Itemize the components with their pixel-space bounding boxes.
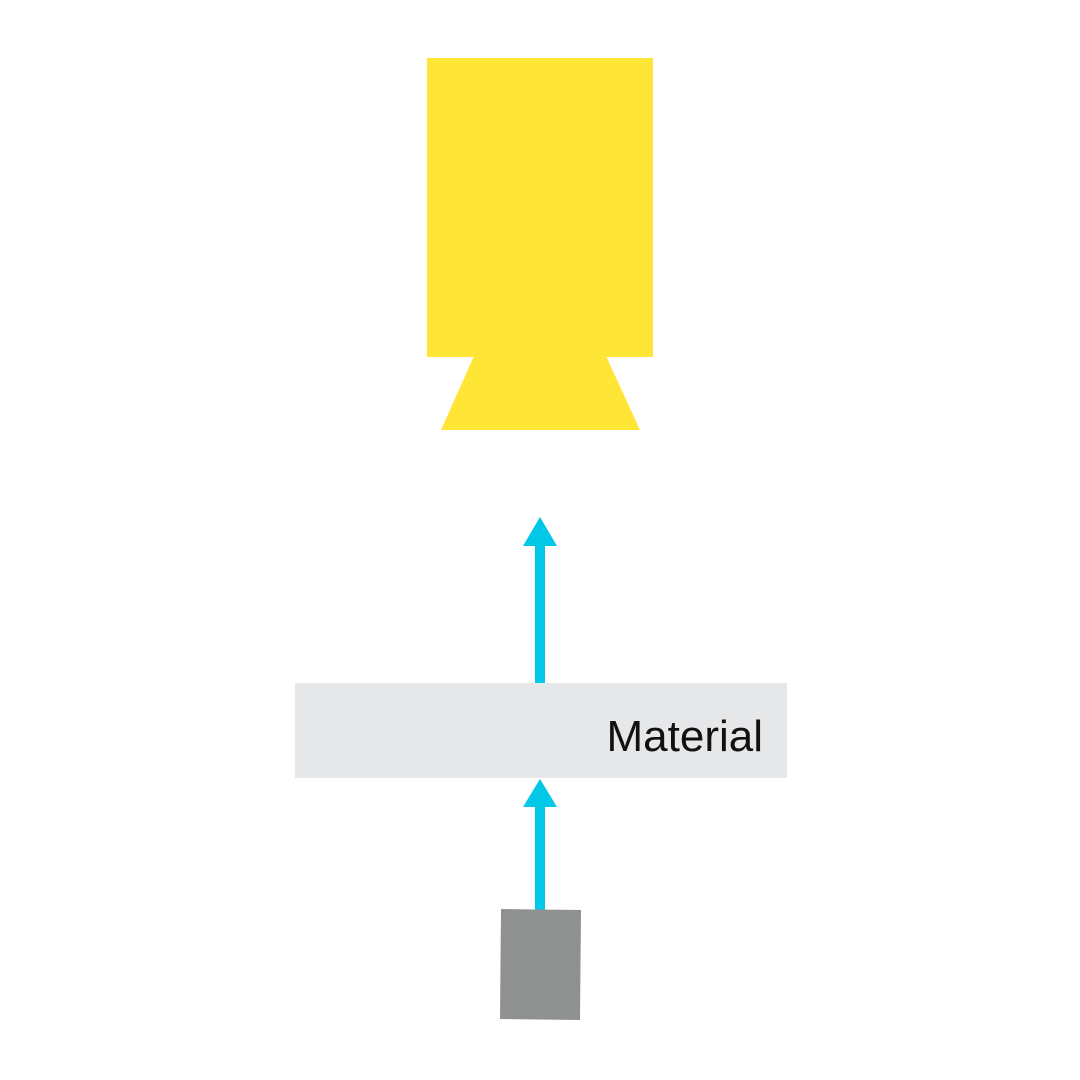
transmitted-beam-shaft — [535, 540, 545, 684]
material-slab: Material — [295, 683, 787, 778]
radiation-source-icon — [500, 909, 581, 1020]
detector-lens — [441, 356, 640, 430]
source-block — [500, 909, 581, 1020]
arrow-up-icon — [523, 779, 557, 807]
material-label: Material — [607, 712, 764, 761]
incident-beam-shaft — [535, 802, 545, 912]
incident-beam-arrow — [523, 779, 557, 912]
arrow-up-icon — [523, 517, 557, 546]
transmitted-beam-arrow — [523, 517, 557, 684]
camera-detector-icon — [427, 58, 653, 430]
detector-body — [427, 58, 653, 357]
material-slab-rect — [295, 683, 787, 778]
